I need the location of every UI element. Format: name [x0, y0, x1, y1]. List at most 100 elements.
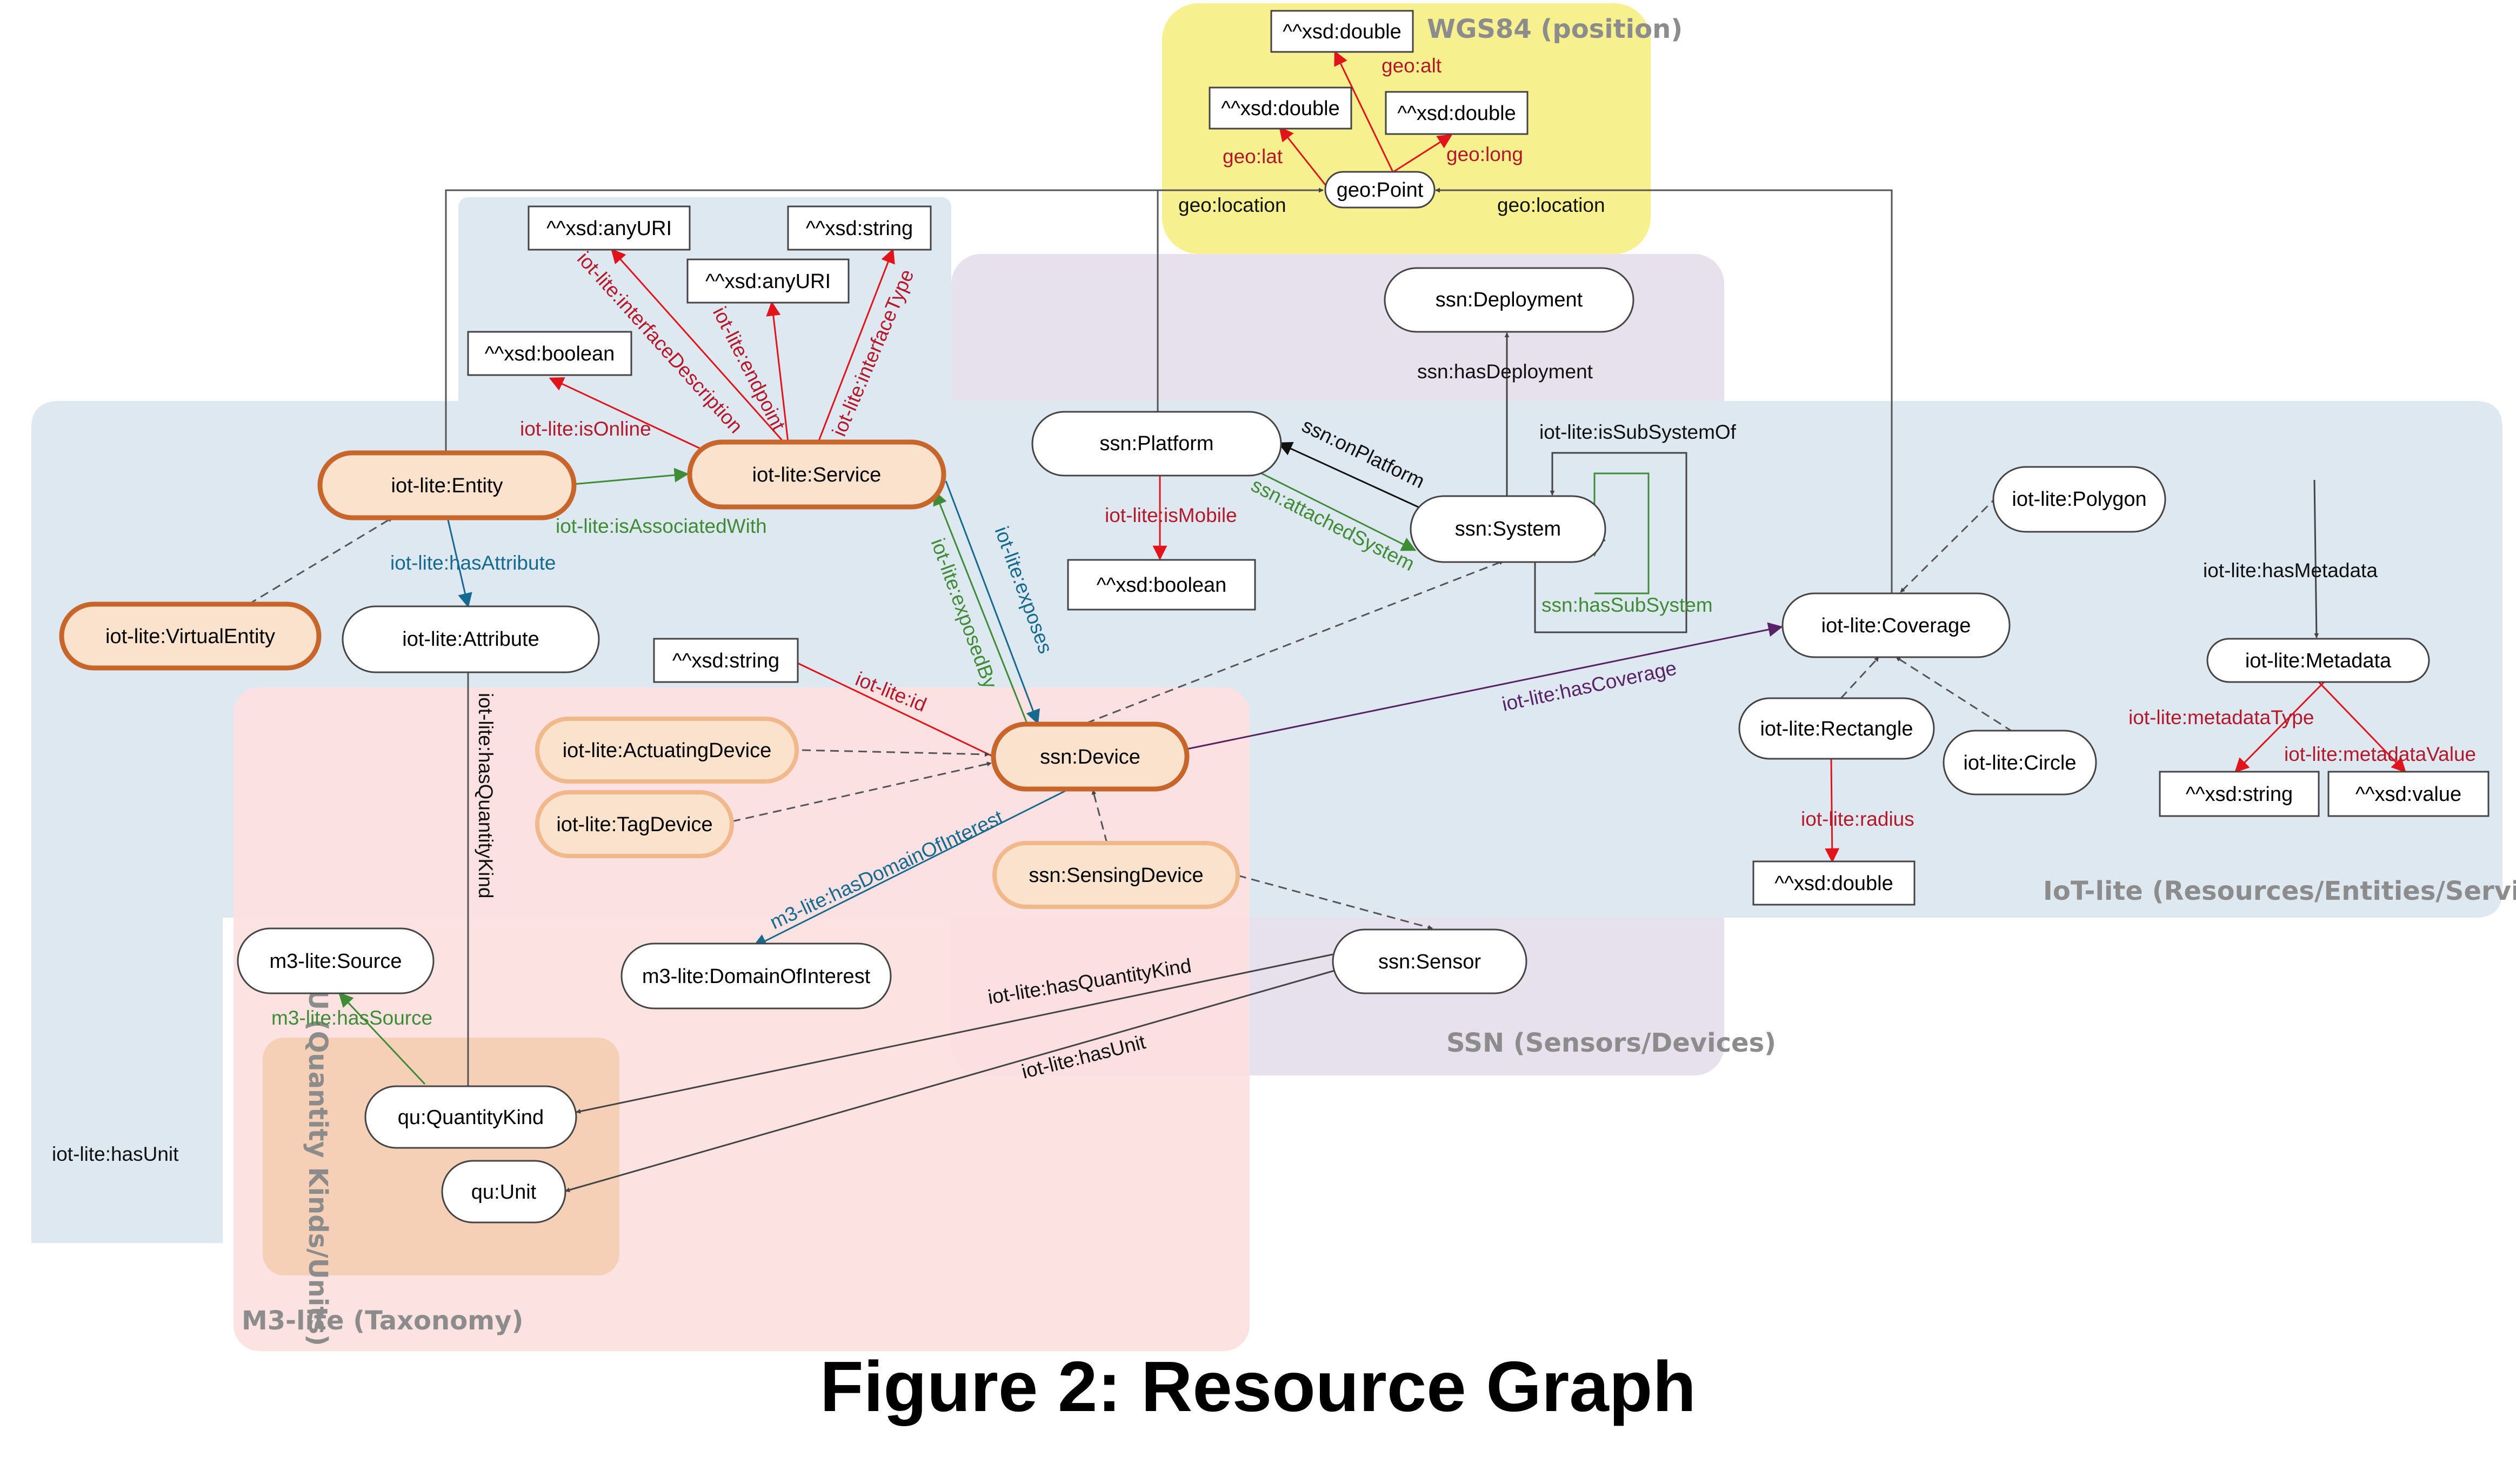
node-iot-actuatingdevice: iot-lite:ActuatingDevice — [563, 739, 772, 762]
node-ssn-deployment-box[interactable] — [1384, 267, 1634, 333]
node-iot-rectangle: iot-lite:Rectangle — [1760, 718, 1913, 740]
label-has-attribute: iot-lite:hasAttribute — [390, 552, 556, 574]
node-iot-tagdevice: iot-lite:TagDevice — [556, 813, 712, 836]
node-xsd-double-alt: ^^xsd:double — [1283, 21, 1401, 43]
region-label-ssn: SSN (Sensors/Devices) — [1446, 1028, 1776, 1058]
edge-exposed-by — [933, 490, 1028, 724]
edge-metadata-value — [2318, 681, 2406, 773]
node-xsd-double-alt-box[interactable] — [1270, 10, 1414, 53]
label-metadata-value: iot-lite:metadataValue — [2284, 743, 2476, 765]
node-ssn-system: ssn:System — [1455, 518, 1561, 540]
node-iot-rectangle-box[interactable] — [1738, 697, 1935, 760]
label-is-online: iot-lite:isOnline — [520, 418, 651, 440]
node-xsd-double-radius: ^^xsd:double — [1774, 872, 1893, 895]
node-xsd-double-long-box[interactable] — [1385, 91, 1529, 135]
label-geo-long: geo:long — [1446, 143, 1523, 165]
node-ssn-platform: ssn:Platform — [1099, 432, 1213, 455]
node-iot-tagdevice-box[interactable] — [535, 790, 734, 858]
node-iot-polygon-box[interactable] — [1992, 466, 2166, 533]
edge-interface-description — [611, 248, 785, 443]
node-qu-quantitykind-box[interactable] — [364, 1085, 577, 1149]
edge-has-domain-of-interest — [752, 788, 1070, 948]
node-xsd-string-svc-box[interactable] — [787, 205, 932, 251]
edge-device-system — [1086, 560, 1504, 724]
region-label-wgs84: WGS84 (position) — [1427, 14, 1683, 44]
node-ssn-system-box[interactable] — [1410, 495, 1606, 563]
edge-metadata-type — [2234, 681, 2325, 773]
node-xsd-double-lat: ^^xsd:double — [1221, 97, 1339, 120]
node-ssn-sensingdevice-box[interactable] — [992, 841, 1240, 909]
edge-polygon-coverage — [1899, 495, 1999, 593]
edge-has-subsystem — [1587, 472, 1650, 594]
node-geo-point-box[interactable] — [1324, 171, 1436, 209]
edge-exposes — [945, 480, 1040, 725]
node-xsd-boolean-svc: ^^xsd:boolean — [485, 343, 615, 365]
node-iot-circle-box[interactable] — [1943, 730, 2097, 796]
node-iot-coverage: iot-lite:Coverage — [1821, 614, 1971, 637]
edge-circle-coverage — [1896, 656, 2013, 733]
edge-has-source — [338, 992, 426, 1085]
region-label-iotlite: IoT-lite (Resources/Entities/Services) — [2043, 876, 2516, 906]
edge-sensingdevice-sensor — [1237, 874, 1433, 930]
edge-geo-location-coverage — [1435, 188, 1893, 594]
region-label-qu: QU (Quantity Kinds/Units) — [303, 967, 333, 1346]
edge-endpoint — [766, 301, 789, 443]
node-iot-attribute-box[interactable] — [342, 605, 600, 673]
node-iot-metadata-box[interactable] — [2206, 638, 2430, 683]
node-iot-circle: iot-lite:Circle — [1963, 752, 2076, 774]
node-xsd-string-dev-box[interactable] — [653, 638, 799, 683]
node-xsd-double-long: ^^xsd:double — [1397, 102, 1516, 125]
edge-sensor-unit — [565, 966, 1346, 1193]
edge-id — [777, 653, 994, 758]
node-xsd-boolean-svc-box[interactable] — [467, 331, 632, 376]
node-m3-domain-box[interactable] — [620, 942, 892, 1010]
edge-tag-device — [731, 761, 992, 823]
figure-caption: Figure 2: Resource Graph — [819, 1347, 1697, 1426]
label-geo-alt: geo:alt — [1382, 55, 1442, 77]
node-iot-metadata: iot-lite:Metadata — [2245, 650, 2392, 672]
node-iot-service-box[interactable] — [687, 439, 946, 510]
label-has-metadata: iot-lite:hasMetadata — [2203, 559, 2378, 581]
node-xsd-string-meta-box[interactable] — [2159, 771, 2320, 817]
node-iot-virtualentity-box[interactable] — [59, 601, 322, 671]
label-has-source: m3-lite:hasSource — [271, 1007, 432, 1029]
node-ssn-sensor-box[interactable] — [1332, 928, 1527, 994]
node-xsd-boolean-platform: ^^xsd:boolean — [1097, 574, 1227, 597]
node-ssn-deployment: ssn:Deployment — [1436, 289, 1583, 311]
node-xsd-boolean-platform-box[interactable] — [1067, 559, 1256, 611]
node-m3-source-box[interactable] — [237, 927, 435, 994]
label-radius: iot-lite:radius — [1801, 808, 1914, 830]
edge-geo-lat — [1279, 126, 1331, 191]
label-geo-location-left: geo:location — [1178, 194, 1286, 216]
node-ssn-platform-box[interactable] — [1031, 411, 1282, 477]
node-xsd-string-meta: ^^xsd:string — [2186, 783, 2293, 806]
node-m3-source: m3-lite:Source — [270, 950, 402, 973]
label-is-mobile: iot-lite:isMobile — [1105, 504, 1237, 526]
node-iot-service: iot-lite:Service — [752, 464, 882, 486]
edge-on-platform — [1277, 442, 1421, 509]
node-xsd-anyuri-1-box[interactable] — [528, 205, 691, 251]
node-iot-polygon: iot-lite:Polygon — [2012, 488, 2146, 511]
node-xsd-anyuri-2: ^^xsd:anyURI — [705, 270, 831, 293]
edge-interface-type — [817, 248, 895, 443]
node-xsd-value-meta-box[interactable] — [2327, 771, 2490, 817]
label-has-quantity-kind-attr: iot-lite:hasQuantityKind — [475, 693, 497, 898]
node-iot-actuatingdevice-box[interactable] — [535, 717, 799, 784]
node-ssn-device: ssn:Device — [1040, 746, 1140, 768]
node-xsd-double-radius-box[interactable] — [1752, 860, 1916, 906]
node-iot-entity-box[interactable] — [317, 450, 577, 520]
node-ssn-device-box[interactable] — [991, 721, 1190, 792]
node-m3-domain: m3-lite:DomainOfInterest — [642, 965, 871, 988]
node-geo-point: geo:Point — [1337, 179, 1424, 202]
node-iot-coverage-box[interactable] — [1781, 592, 2011, 658]
edge-geo-alt — [1334, 50, 1394, 173]
node-xsd-double-lat-box[interactable] — [1209, 86, 1352, 130]
node-iot-virtualentity: iot-lite:VirtualEntity — [105, 625, 275, 648]
node-qu-unit: qu:Unit — [471, 1181, 537, 1204]
edge-attached-system — [1252, 468, 1417, 551]
node-xsd-anyuri-2-box[interactable] — [686, 258, 850, 304]
node-qu-unit-box[interactable] — [441, 1160, 566, 1224]
label-geo-location-right: geo:location — [1497, 194, 1605, 216]
node-xsd-value-meta: ^^xsd:value — [2355, 783, 2461, 806]
